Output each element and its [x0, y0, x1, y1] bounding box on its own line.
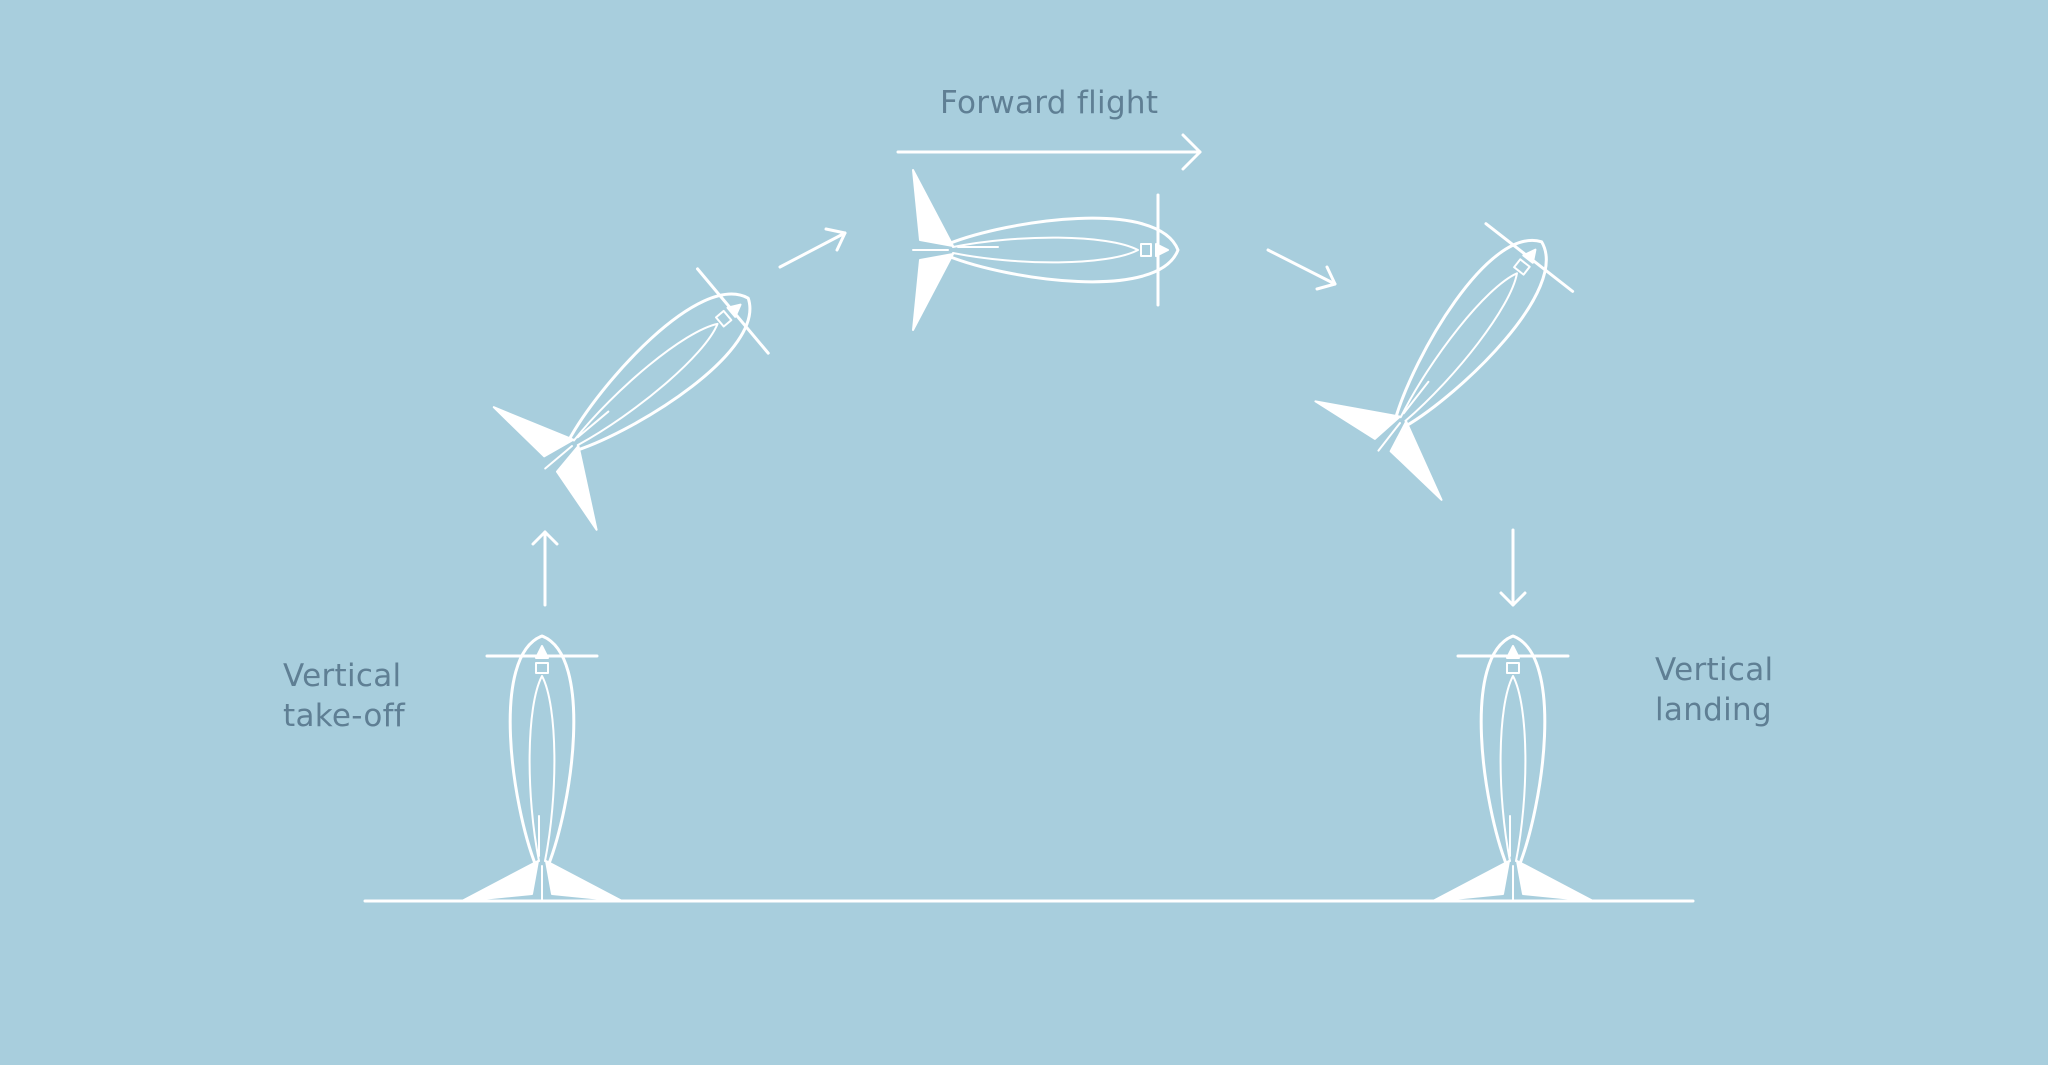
arrow-up-icon	[531, 530, 559, 607]
drone-descending	[1313, 191, 1607, 502]
drone-climbing	[492, 235, 802, 532]
arrow-forward-icon	[896, 133, 1202, 171]
arrow-descend-icon	[1266, 248, 1337, 291]
drone-forward	[911, 168, 1180, 332]
forward-flight-text: Forward flight	[940, 85, 1159, 121]
arrow-down-icon	[1499, 528, 1527, 607]
forward-flight-label: Forward flight	[940, 83, 1158, 123]
takeoff-line-1: Vertical	[283, 658, 402, 694]
drone-takeoff	[460, 634, 624, 903]
vertical-landing-label: Vertical landing	[1655, 650, 1773, 730]
vertical-takeoff-label: Vertical take-off	[283, 656, 405, 736]
landing-line-2: landing	[1655, 692, 1772, 728]
drone-landing	[1431, 634, 1595, 903]
arrow-climb-icon	[778, 227, 847, 269]
landing-line-1: Vertical	[1655, 652, 1774, 688]
takeoff-line-2: take-off	[283, 698, 406, 734]
